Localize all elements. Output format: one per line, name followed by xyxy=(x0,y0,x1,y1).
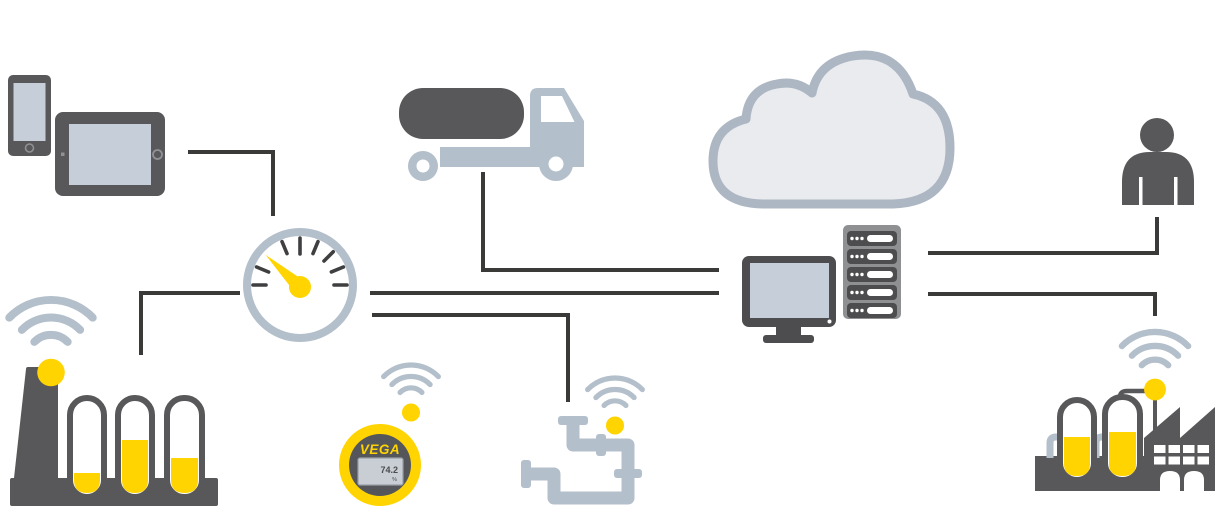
connector-truck-monitor xyxy=(481,172,719,272)
server-slots xyxy=(847,231,897,318)
connector-tablet-gauge xyxy=(188,150,275,216)
factory-doors xyxy=(1160,471,1204,491)
connector-gauge-pipes xyxy=(372,313,570,402)
home-button-icon xyxy=(152,149,163,160)
wifi-icon xyxy=(384,365,439,422)
tablet-icon xyxy=(55,112,165,196)
connector-server-factoryright xyxy=(928,292,1157,316)
connector-lines xyxy=(139,150,1159,402)
server-icon xyxy=(843,225,901,319)
tank-fill xyxy=(1064,437,1090,476)
windshield xyxy=(541,96,575,122)
device-display xyxy=(357,457,404,486)
tank-fill xyxy=(74,473,100,493)
vega-logo: VEGA xyxy=(360,442,400,457)
factory-windows xyxy=(1154,445,1209,465)
cloud-icon xyxy=(708,50,955,209)
vega-device-icon: VEGA 74.2 % xyxy=(339,365,438,506)
truck-icon xyxy=(399,88,584,181)
home-button-icon xyxy=(24,143,35,153)
sensor-reading-unit: % xyxy=(392,477,397,483)
pipe-flanges xyxy=(521,416,642,488)
tank-trailer xyxy=(399,88,524,139)
wifi-icon xyxy=(9,300,93,386)
monitor-stand xyxy=(763,335,814,343)
smartphone-icon xyxy=(8,75,51,156)
tank-fill xyxy=(122,440,148,493)
truck-bed xyxy=(440,147,536,167)
connector-server-person xyxy=(928,217,1159,255)
wifi-icon xyxy=(588,378,643,435)
monitor-screen xyxy=(750,263,829,318)
chimney xyxy=(14,367,58,478)
gauge-icon xyxy=(243,228,357,342)
camera-icon xyxy=(61,152,65,156)
tank-fill xyxy=(1109,432,1136,476)
gauge-ticks xyxy=(251,236,349,287)
gauge-needle xyxy=(265,254,311,298)
storage-tanks xyxy=(1057,394,1143,483)
pipes-icon xyxy=(521,378,643,505)
person-icon xyxy=(1122,118,1194,205)
factory-tanks-icon xyxy=(9,300,218,506)
sensor-reading-value: 74.2 xyxy=(380,465,398,475)
tank-fill xyxy=(171,458,198,493)
connector-factoryleft-gauge xyxy=(139,291,240,355)
power-led-icon xyxy=(827,319,832,324)
factory-building-icon xyxy=(1035,332,1215,491)
storage-tanks xyxy=(67,395,205,500)
monitor-icon xyxy=(742,256,836,343)
